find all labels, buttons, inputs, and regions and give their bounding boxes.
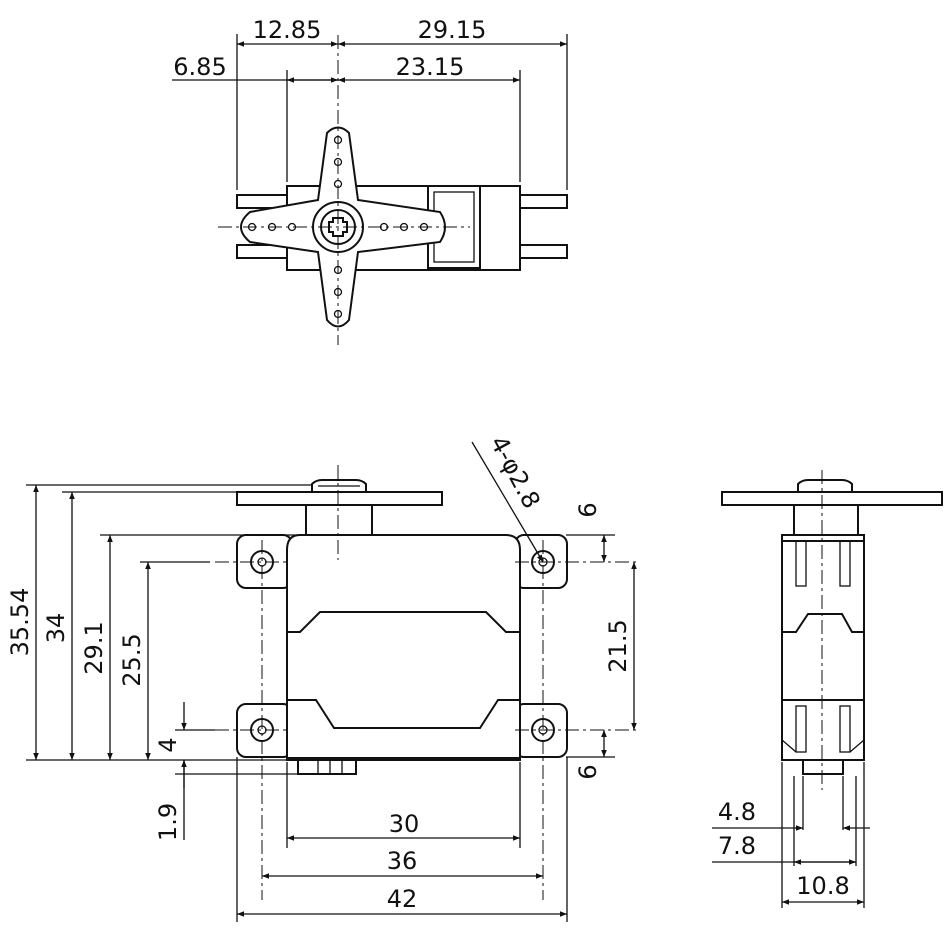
front-case-band-top: [287, 611, 520, 633]
dim-4-8: 4.8: [718, 798, 756, 826]
dim-25-5: 25.5: [118, 633, 146, 686]
dim-7-8: 7.8: [718, 832, 756, 860]
dim-36: 36: [387, 847, 418, 875]
dim-42: 42: [387, 885, 418, 913]
screw-cross-icon: [328, 217, 348, 237]
front-view: 35.54 34 29.1 25.5 4 1.9 6 21.5 6 4-φ2.8: [6, 431, 640, 922]
dim-29-15: 29.15: [418, 16, 487, 44]
dim-6-bottom: 6: [574, 764, 602, 779]
side-case: [781, 534, 865, 761]
dim-30: 30: [389, 810, 420, 838]
hole-callout: 4-φ2.8: [484, 431, 545, 513]
front-output-shaft: [305, 504, 373, 536]
front-case-band-bottom: [287, 699, 520, 729]
side-output-shaft: [793, 504, 859, 536]
dim-34: 34: [42, 613, 70, 644]
dim-6-top: 6: [574, 502, 602, 517]
side-view: 4.8 7.8 10.8: [712, 470, 943, 908]
dim-29-1: 29.1: [80, 621, 108, 674]
hole-callout-leader: [471, 441, 544, 563]
side-horn-plate: [721, 491, 943, 506]
front-cable-exit: [297, 759, 357, 775]
top-view: 12.85 29.15 6.85 23.15: [172, 16, 568, 345]
side-spline: [797, 479, 853, 493]
dim-10-8: 10.8: [796, 872, 849, 900]
side-case-band: [782, 613, 864, 633]
front-case: [286, 534, 521, 761]
dim-12-85: 12.85: [253, 16, 322, 44]
dim-21-5: 21.5: [604, 619, 632, 672]
dim-6-85: 6.85: [173, 53, 226, 81]
dim-4: 4: [154, 737, 182, 752]
side-cable-exit: [802, 759, 844, 775]
front-horn-plate: [236, 491, 443, 506]
dim-23-15: 23.15: [396, 53, 465, 81]
dim-35-54: 35.54: [6, 588, 34, 657]
dim-1-9: 1.9: [154, 803, 182, 841]
